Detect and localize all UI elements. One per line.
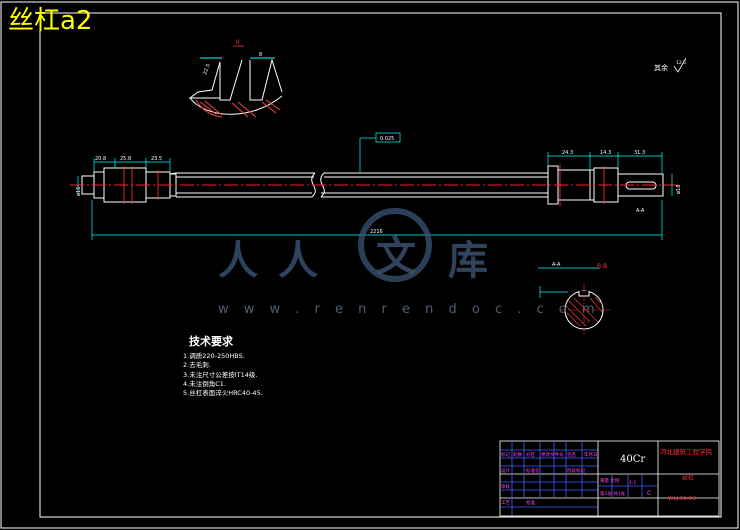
dim-l3: 23.5: [151, 156, 162, 162]
tech-item-3: 3.未注尺寸公差按IT14级.: [183, 370, 258, 379]
watermark-char-3: 文: [376, 234, 416, 280]
tech-item-4: 4.未注倒角C1.: [183, 379, 226, 388]
roughness-symbol: [673, 57, 687, 73]
tech-requirements-heading: 技术要求: [189, 335, 233, 348]
dim-detail-a: 22.5: [202, 63, 211, 76]
svg-text:阶段标记: 阶段标记: [567, 467, 585, 474]
svg-text:年月日: 年月日: [584, 451, 598, 458]
tech-requirements: 技术要求 1.调质220-250HBS. 2.去毛刺. 3.未注尺寸公差按IT1…: [183, 333, 263, 398]
dim-l2: 25.8: [120, 156, 131, 162]
dim-detail-b: 8: [259, 52, 262, 58]
title-block-school: 河北建筑工程学院: [660, 447, 713, 456]
svg-text:签名: 签名: [567, 451, 576, 458]
section-dim-label: A-A: [552, 262, 561, 268]
svg-text:批准: 批准: [526, 499, 535, 506]
title-block-drawing-no: WLJ.00-03: [668, 496, 696, 502]
svg-text:工艺: 工艺: [501, 500, 510, 506]
inner-frame: [39, 12, 722, 518]
dim-l1: 20.8: [95, 156, 106, 162]
dim-r3: 31.3: [634, 150, 645, 156]
tech-item-5: 5.丝杠表面淬火HRC40-45.: [183, 389, 263, 398]
thread-detail: [188, 57, 283, 118]
roughness-value: 12.5: [676, 60, 686, 66]
dimensions: [77, 132, 673, 240]
svg-text:设计: 设计: [501, 467, 510, 474]
title-block-material: 40Cr: [620, 454, 645, 465]
roughness-label: 其余: [654, 63, 668, 72]
svg-text:分区: 分区: [526, 451, 535, 458]
section-mark-left: A-A: [636, 208, 645, 214]
svg-text:处数: 处数: [513, 451, 522, 458]
watermark-char-4: 库: [448, 238, 488, 284]
dim-dia-left: ø16: [76, 187, 82, 196]
title-block: [499, 440, 720, 517]
tech-item-1: 1.调质220-250HBS.: [183, 352, 245, 360]
section-view: [538, 267, 610, 336]
overall-length: 2216: [370, 229, 383, 235]
svg-text:更改文件号: 更改文件号: [541, 451, 564, 458]
dim-r1: 24.3: [562, 150, 573, 156]
svg-text:标准化: 标准化: [526, 467, 540, 474]
watermark-char-2: 人: [278, 238, 318, 284]
svg-text:标记: 标记: [501, 451, 510, 458]
svg-text:审核: 审核: [501, 483, 510, 490]
watermark-circle: [358, 208, 432, 282]
watermark-char-1: 人: [218, 238, 258, 284]
tech-item-2: 2.去毛刺.: [183, 361, 211, 370]
shaft-main: [81, 165, 664, 205]
detail-label: II: [236, 39, 240, 46]
title-block-scale: 1:1: [629, 480, 636, 486]
title-block-sheet: 第1张 共1张: [600, 490, 626, 497]
page-title: 丝杠a2: [8, 6, 93, 36]
section-label: B-B: [597, 263, 607, 270]
tolerance-frame: 0.025: [380, 136, 394, 142]
title-block-part: 丝杠: [682, 474, 694, 482]
dim-dia-right: ø18: [676, 185, 682, 194]
dim-r2: 14.3: [600, 150, 611, 156]
title-block-weight: 重量 比例: [600, 477, 620, 484]
title-block-rev: C: [647, 490, 651, 497]
title-block-hatch-text: 标记处数分区 更改文件号签名 年月日 设计 标准化 阶段标记 审核工艺 批准: [501, 451, 598, 506]
watermark-site: w w w . r e n r e n d o c . c o m: [218, 302, 601, 317]
